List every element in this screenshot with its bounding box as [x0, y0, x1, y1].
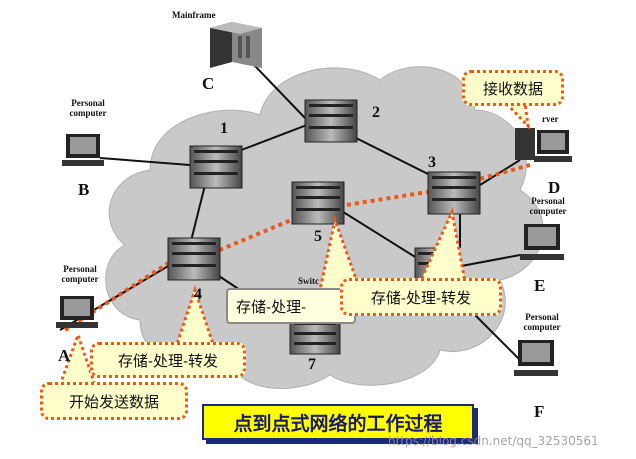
- host-letter-f: F: [534, 402, 545, 421]
- switch-icon-4: [167, 237, 221, 281]
- server-label: rver: [542, 114, 559, 124]
- computer-icon-b: [62, 134, 104, 166]
- callout-store-forward-right: 存储-处理-转发: [340, 278, 502, 316]
- node-number-2: 2: [372, 104, 380, 121]
- node-number-3: 3: [428, 154, 436, 171]
- computer-icon-f: [514, 340, 558, 376]
- node-number-5: 5: [314, 228, 322, 245]
- callout-start-send: 开始发送数据: [40, 382, 188, 420]
- host-letter-b: B: [78, 180, 90, 199]
- computer-e-label: Personal computer: [529, 196, 567, 216]
- node-number-1: 1: [220, 120, 228, 137]
- host-letter-e: E: [534, 276, 546, 295]
- callout-store-forward-left: 存储-处理-转发: [90, 342, 246, 378]
- node-number-4: 4: [194, 286, 202, 303]
- switch-icon-3: [427, 171, 481, 215]
- computer-icon-e: [520, 224, 564, 260]
- server-icon-d: [515, 128, 572, 162]
- mainframe-label: Mainframe: [172, 10, 216, 20]
- callout-receive-data: 接收数据: [462, 70, 564, 106]
- computer-a-label: Personal computer: [61, 264, 99, 284]
- callout-pointers: [57, 100, 531, 387]
- callout-store-forward-middle: 存储-处理-: [226, 288, 356, 324]
- switch-icon-2: [304, 99, 358, 143]
- mainframe-icon: [210, 22, 262, 68]
- node-number-7: 7: [308, 356, 316, 373]
- host-letter-a: A: [58, 346, 71, 365]
- data-path: [63, 163, 531, 332]
- host-letter-d: D: [548, 178, 561, 197]
- watermark: https://blog.csdn.net/qq_32530561: [388, 434, 599, 448]
- diagram-title: 点到点式网络的工作过程: [202, 404, 474, 440]
- switch-label: Switc: [298, 276, 319, 286]
- computer-b-label: Personal computer: [69, 98, 107, 118]
- computer-icon-a: [56, 296, 98, 328]
- host-letter-c: C: [202, 74, 215, 93]
- switch-icon-5: [291, 181, 345, 225]
- computer-f-label: Personal computer: [523, 312, 561, 332]
- switch-icon-1: [189, 145, 243, 189]
